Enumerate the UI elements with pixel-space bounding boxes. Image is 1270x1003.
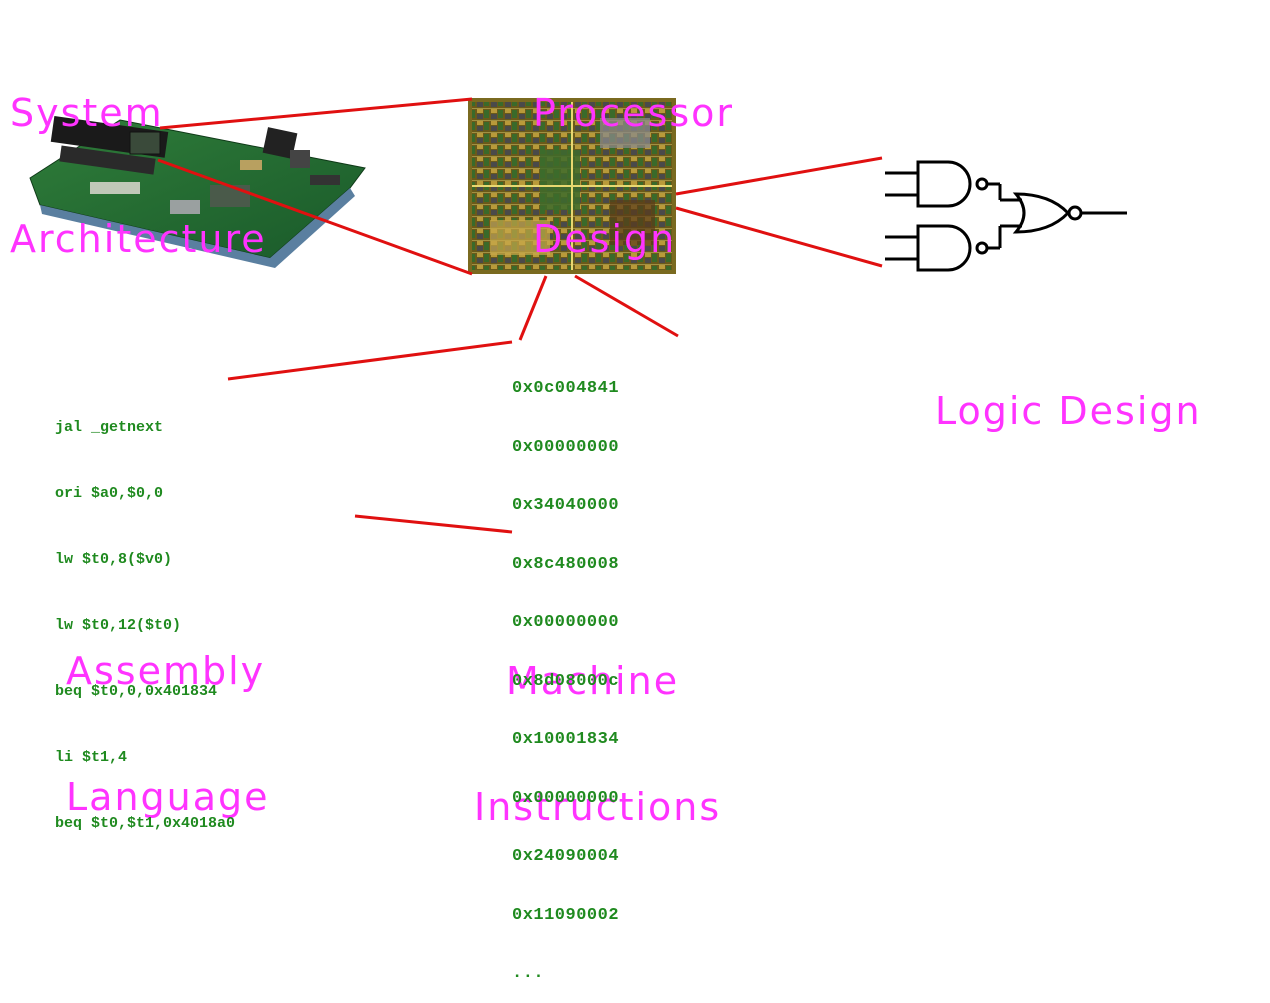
connector-die-to-logic-bottom xyxy=(675,206,883,268)
connector-die-to-machine-right xyxy=(574,274,679,338)
assembly-line: lw $t0,12($t0) xyxy=(55,617,182,634)
machine-code-line: 0x34040000 xyxy=(512,496,620,515)
machine-code-line: 0x0c004841 xyxy=(512,379,620,398)
label-logic-design: Logic Design xyxy=(935,306,1202,474)
label-processor-design-line-1: Processor xyxy=(533,91,735,135)
connector-die-to-machine-left xyxy=(518,275,548,341)
label-processor-design-line-2: Design xyxy=(533,217,677,261)
connector-asm-jal-to-machine xyxy=(227,340,513,381)
motherboard-photo xyxy=(29,116,366,268)
label-system-architecture: System Architecture xyxy=(10,8,267,302)
logic-gate-schematic xyxy=(885,160,1127,272)
label-system-architecture-line-1: System xyxy=(10,91,164,135)
machine-code-line: 0x10001834 xyxy=(512,730,620,749)
assembly-line: lw $t0,8($v0) xyxy=(55,551,173,568)
machine-code-block: 0x0c004841 0x00000000 0x34040000 0x8c480… xyxy=(512,340,619,1003)
connector-board-to-die-top xyxy=(159,97,473,130)
machine-code-line: 0x00000000 xyxy=(512,788,620,808)
assembly-line: beq $t0,0,0x401834 xyxy=(55,683,218,700)
processor-die-photo xyxy=(468,98,676,274)
machine-code-line: 0x8d08000c xyxy=(512,671,620,691)
machine-code-line: 0x00000000 xyxy=(512,613,620,632)
connector-die-to-logic-top xyxy=(675,156,883,196)
connector-board-to-die-bottom xyxy=(157,158,473,276)
assembly-line: jal _getnext xyxy=(55,419,164,436)
label-system-architecture-line-2: Architecture xyxy=(10,217,267,261)
connector-lines xyxy=(157,97,883,534)
machine-code-line: 0x8c480008 xyxy=(512,554,620,574)
assembly-line: li $t1,4 xyxy=(55,749,128,766)
assembly-line: beq $t0,$t1,0x4018a0 xyxy=(55,815,236,832)
assembly-code-block: jal _getnext ori $a0,$0,0 lw $t0,8($v0) … xyxy=(55,373,235,857)
diagram-canvas xyxy=(29,97,1127,534)
assembly-line: ori $a0,$0,0 xyxy=(55,485,164,502)
machine-code-line: 0x00000000 xyxy=(512,437,620,457)
connector-asm-beq-to-machine xyxy=(354,514,513,534)
machine-code-line: ... xyxy=(512,964,545,983)
machine-code-line: 0x11090002 xyxy=(512,905,620,925)
label-processor-design: Processor Design xyxy=(533,8,734,302)
machine-code-line: 0x24090004 xyxy=(512,847,620,866)
label-logic-design-line-1: Logic Design xyxy=(935,389,1202,433)
